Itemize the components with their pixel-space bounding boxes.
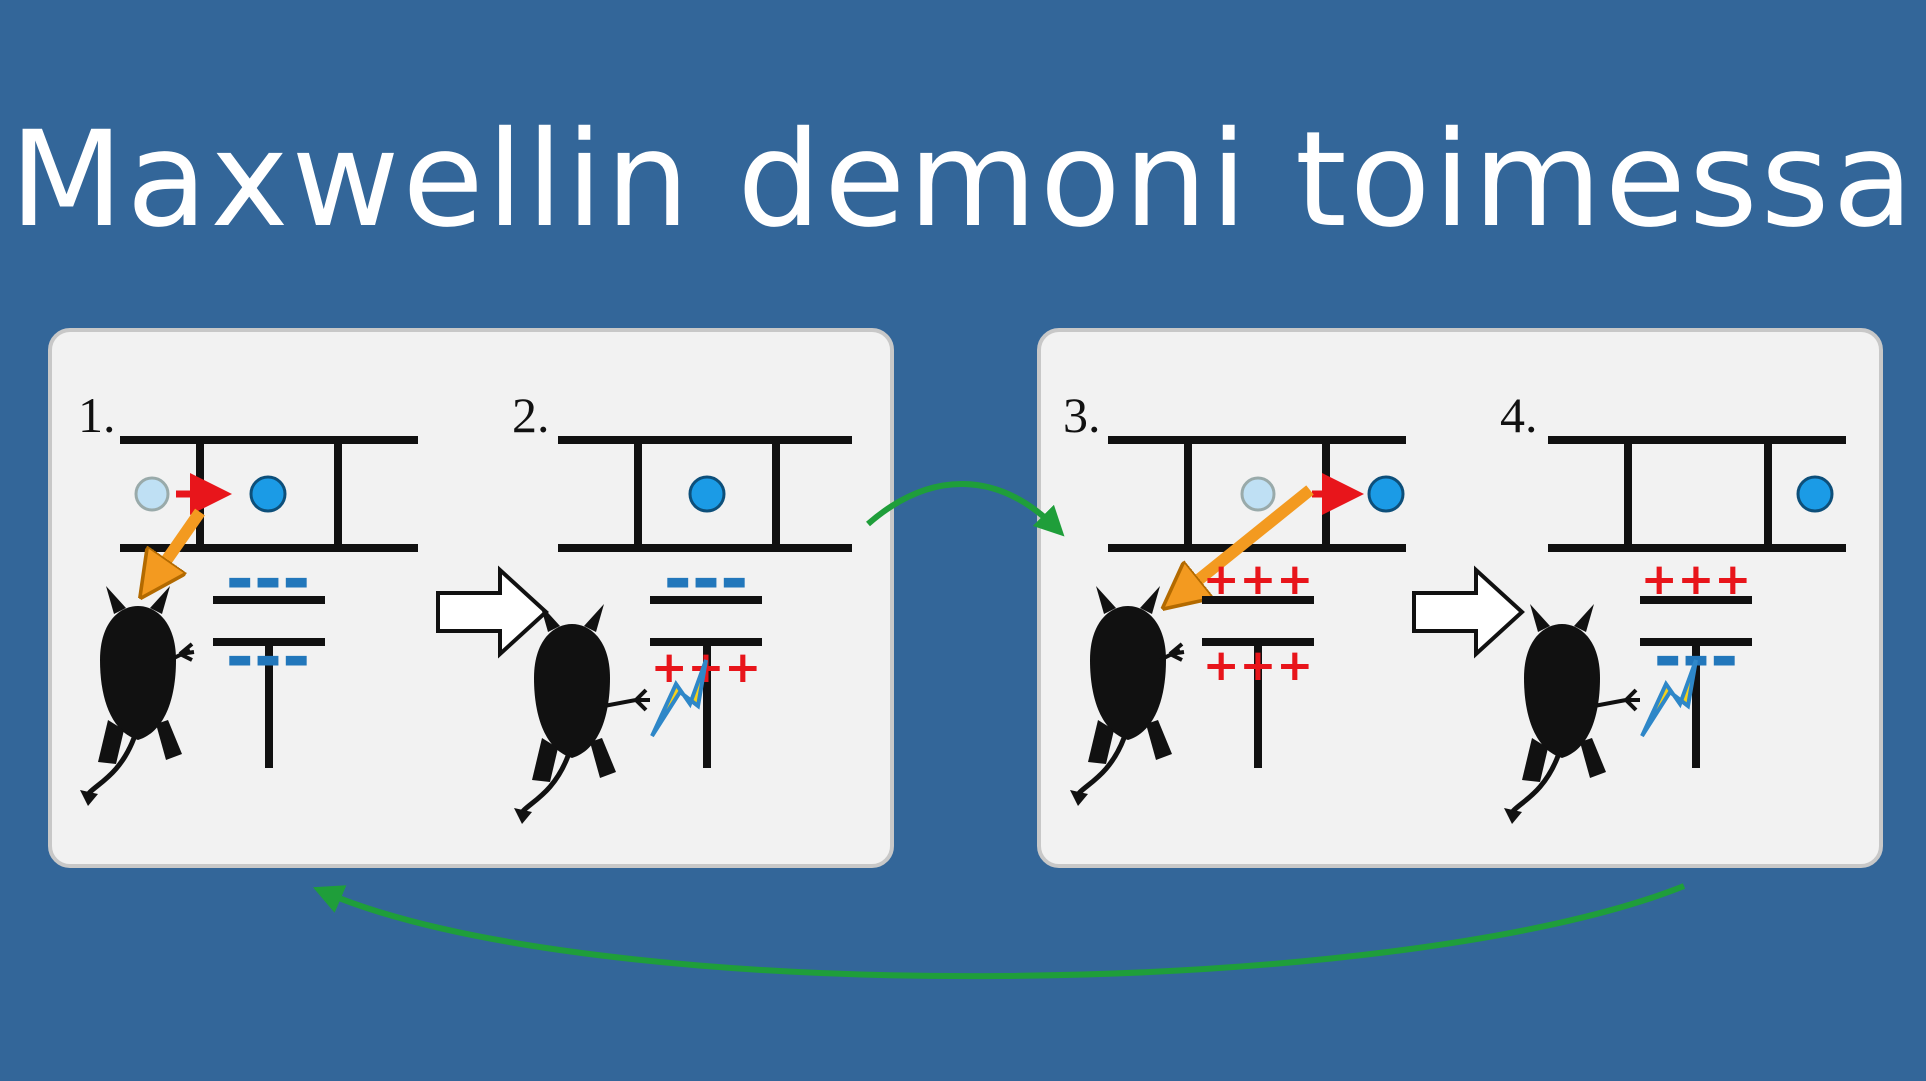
step-1: 1. --- --- [78, 387, 418, 806]
lightning-icon [650, 659, 708, 738]
transition-arrow-1 [436, 565, 549, 659]
particle [688, 475, 726, 513]
chamber [558, 436, 852, 552]
transition-arrow-2 [1412, 565, 1525, 659]
pitchfork-icon [603, 688, 650, 712]
step-label: 2. [512, 387, 550, 443]
bottom-charge: --- [226, 618, 311, 697]
green-arrow-loop [312, 883, 1686, 980]
step-2: 2. --- +++ [512, 387, 852, 824]
particle-ghost [1240, 476, 1276, 512]
devil-icon [1070, 586, 1172, 806]
pitchfork-icon [1593, 688, 1640, 712]
orange-arrow [1176, 485, 1314, 598]
step-label: 4. [1500, 387, 1538, 443]
green-arrow-forward [866, 481, 1065, 537]
page-title: Maxwellin demoni toimessa [9, 103, 1917, 257]
particle [249, 475, 287, 513]
top-charge: --- [664, 540, 749, 619]
chamber [1548, 436, 1846, 552]
pitchfork-icon [1159, 642, 1185, 662]
particle [1367, 475, 1405, 513]
particle-ghost [134, 476, 170, 512]
orange-arrow [150, 508, 205, 584]
pitchfork-icon [169, 642, 195, 662]
step-label: 3. [1063, 387, 1101, 443]
particle [1796, 475, 1834, 513]
step-label: 1. [78, 387, 116, 443]
step-4: 4. +++ --- [1500, 387, 1846, 824]
lightning-icon [1640, 659, 1698, 738]
devil-icon [514, 604, 616, 824]
capacitor [1202, 596, 1314, 768]
capacitor [213, 596, 325, 768]
top-charge: --- [226, 540, 311, 619]
devil-icon [1504, 604, 1606, 824]
step-3: 3. +++ +++ [1063, 387, 1406, 806]
devil-icon [80, 586, 182, 806]
bottom-charge: +++ [1203, 640, 1314, 691]
